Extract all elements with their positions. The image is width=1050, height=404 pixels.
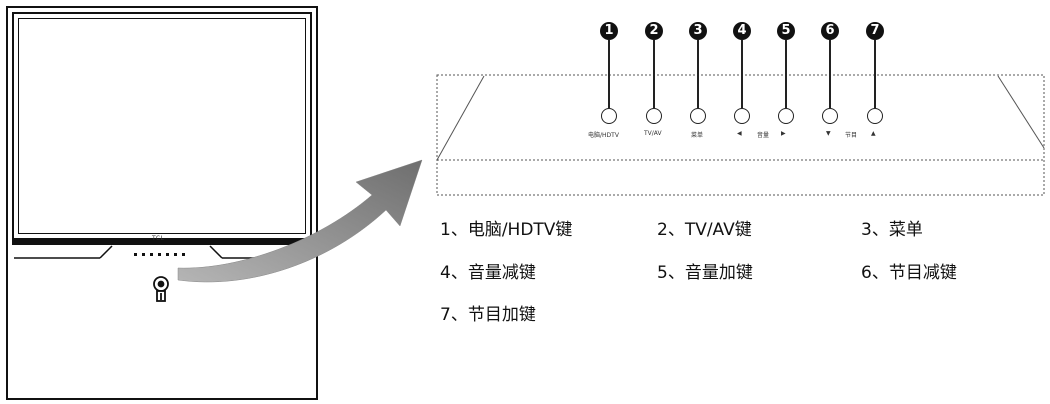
tv-screen-frame — [12, 12, 312, 240]
legend-item-3: 3、菜单 — [861, 220, 923, 240]
panel-label-menu: 菜单 — [691, 132, 704, 139]
panel-label-volume: 音量 — [757, 132, 770, 139]
panel-button-volume-up[interactable] — [778, 108, 794, 124]
legend-item-6: 6、节目减键 — [861, 263, 957, 283]
panel-button-channel-down[interactable] — [822, 108, 838, 124]
callout-line-1 — [608, 40, 610, 108]
panel-label-tv-av: TV/AV — [644, 130, 662, 137]
legend-item-7: 7、节目加键 — [440, 305, 536, 325]
callout-line-7 — [874, 40, 876, 108]
legend-item-4: 4、音量减键 — [440, 263, 536, 283]
panel-button-pc-hdtv[interactable] — [601, 108, 617, 124]
panel-label-pc-hdtv: 电脑/HDTV — [588, 132, 619, 139]
tv-set — [6, 6, 318, 400]
legend-item-5: 5、音量加键 — [657, 263, 753, 283]
callout-number-3: 3 — [689, 22, 707, 40]
callout-line-4 — [741, 40, 743, 108]
panel-label-ch-down: ▼ — [826, 130, 831, 137]
panel-label-channel: 节目 — [845, 132, 858, 139]
panel-button-volume-down[interactable] — [734, 108, 750, 124]
callout-number-1: 1 — [600, 22, 618, 40]
panel-button-tv-av[interactable] — [646, 108, 662, 124]
callout-line-3 — [697, 40, 699, 108]
callout-number-6: 6 — [821, 22, 839, 40]
tv-button-dots — [134, 253, 185, 256]
tv-bezel-bottom — [12, 240, 312, 245]
panel-button-menu[interactable] — [690, 108, 706, 124]
callout-number-2: 2 — [645, 22, 663, 40]
callout-number-7: 7 — [866, 22, 884, 40]
callout-number-5: 5 — [777, 22, 795, 40]
panel-label-vol-left: ◀ — [737, 130, 742, 137]
callout-line-2 — [653, 40, 655, 108]
tv-brand-logo: TCL — [152, 235, 165, 242]
panel-label-ch-up: ▲ — [871, 130, 876, 137]
panel-button-channel-up[interactable] — [867, 108, 883, 124]
legend-item-1: 1、电脑/HDTV键 — [440, 220, 573, 240]
callout-line-6 — [829, 40, 831, 108]
legend-item-2: 2、TV/AV键 — [657, 220, 752, 240]
callout-number-4: 4 — [733, 22, 751, 40]
tv-screen — [18, 18, 306, 234]
pointer-arrow — [177, 159, 423, 283]
panel-label-vol-right: ▶ — [781, 130, 786, 137]
callout-line-5 — [785, 40, 787, 108]
key-icon — [153, 276, 169, 302]
